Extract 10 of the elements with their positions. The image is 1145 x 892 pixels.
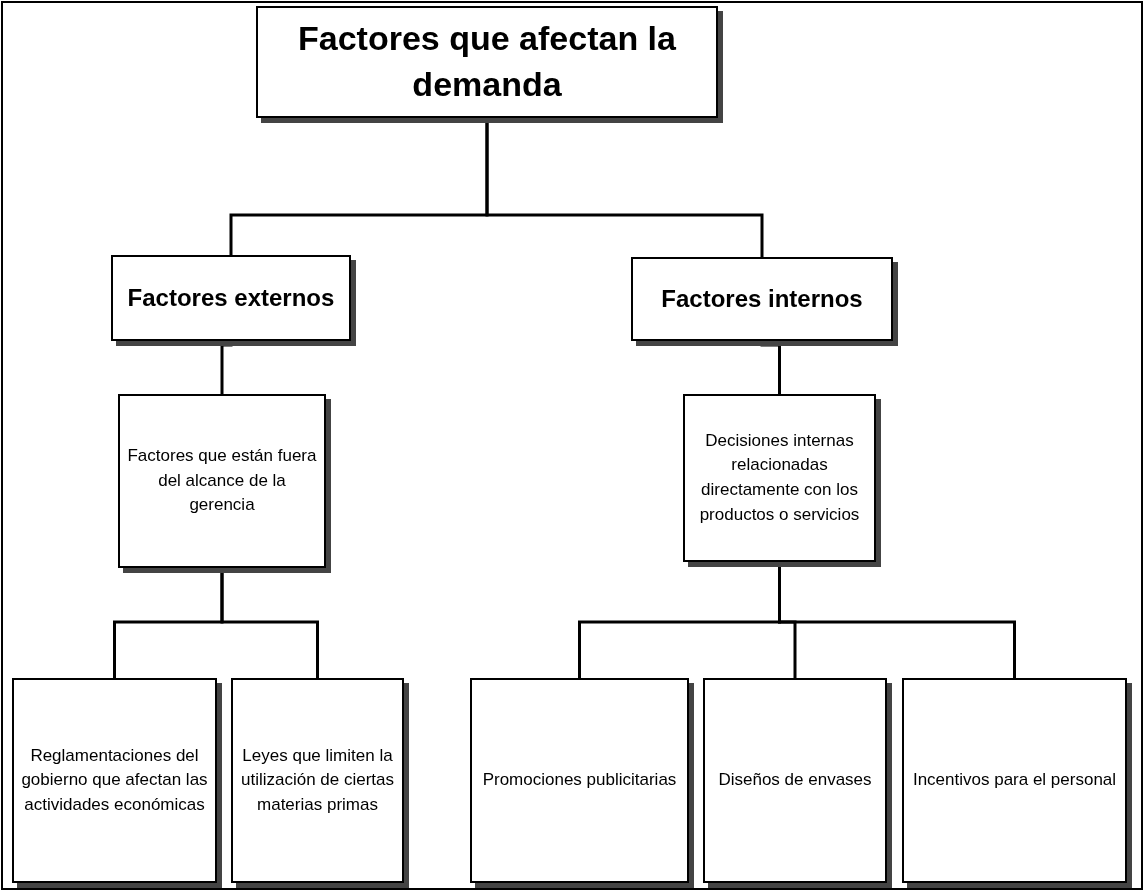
box-text: Factores internos	[661, 283, 863, 314]
box-text: Promociones publicitarias	[482, 769, 677, 792]
title-text: Factores que afectan la demanda	[297, 18, 677, 105]
box-text: Reglamentaciones del gobierno que afectan las actividades económicas	[20, 744, 209, 816]
box-text: Leyes que limiten la utilización de ciertas materias primas	[239, 744, 396, 816]
box-text: Factores externos	[127, 282, 335, 313]
box-text: Decisiones internas relacionadas directamente con los productos o servicios	[698, 429, 861, 526]
box-text: Incentivos para el personal	[912, 769, 1117, 792]
box-text: Factores que están fuera del alcance de la gerencia	[126, 445, 318, 517]
box-text: Diseños de envases	[718, 769, 872, 792]
